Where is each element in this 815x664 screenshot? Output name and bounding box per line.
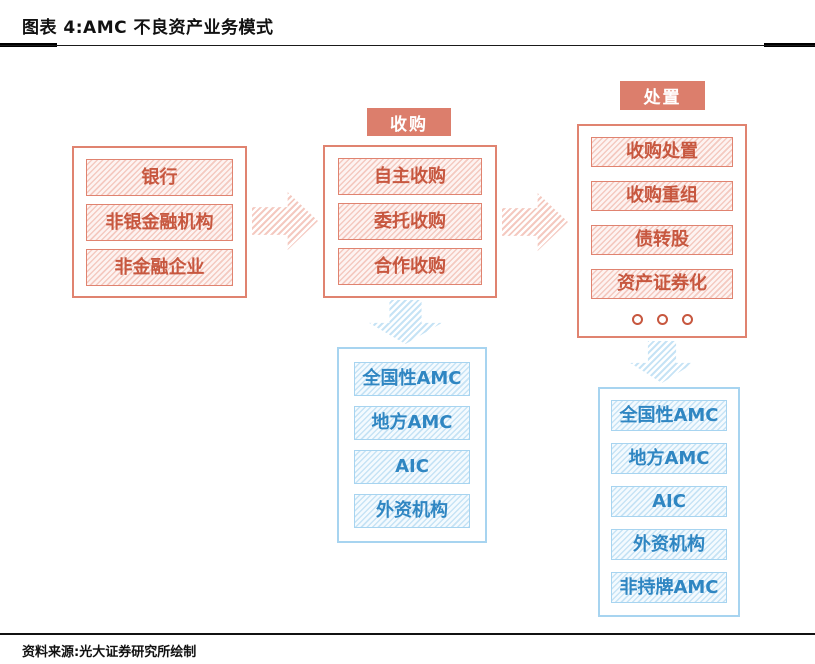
node-cooperative-acquisition: 合作收购 [338,248,482,285]
acquisition-entities-group-box: 全国性AMC 地方AMC AIC 外资机构 [337,347,487,543]
node-independent-acquisition: 自主收购 [338,158,482,195]
node-bank: 银行 [86,159,233,196]
asset-sources-group-box: 银行 非银金融机构 非金融企业 [72,146,247,298]
dot-icon [631,313,643,325]
right-arrow-icon [502,193,568,251]
node-acquisition-disposal: 收购处置 [591,137,733,167]
node-entrusted-acquisition: 委托收购 [338,203,482,240]
disposal-stage-tab: 处置 [620,81,705,110]
title-divider [0,45,815,46]
node-asset-securitization: 资产证券化 [591,269,733,299]
acquisition-group-box: 自主收购 委托收购 合作收购 [323,145,497,298]
node-aic: AIC [611,486,727,517]
node-acquisition-restructuring: 收购重组 [591,181,733,211]
dot-icon [656,313,668,325]
node-unlicensed-amc: 非持牌AMC [611,572,727,603]
node-national-amc: 全国性AMC [611,400,727,431]
node-local-amc: 地方AMC [611,443,727,474]
disposal-entities-group-box: 全国性AMC 地方AMC AIC 外资机构 非持牌AMC [598,387,740,617]
footer-divider [0,633,815,635]
down-arrow-icon [369,300,442,344]
acquisition-stage-tab: 收购 [367,108,451,136]
right-arrow-icon [252,192,318,250]
node-non-financial-enterprise: 非金融企业 [86,249,233,286]
node-foreign-institution: 外资机构 [611,529,727,560]
node-debt-to-equity: 债转股 [591,225,733,255]
figure-title: 图表 4:AMC 不良资产业务模式 [22,18,274,38]
node-non-bank-financial-institution: 非银金融机构 [86,204,233,241]
down-arrow-icon [630,341,694,383]
node-national-amc: 全国性AMC [354,362,470,396]
disposal-group-box: 收购处置 收购重组 债转股 资产证券化 [577,124,747,338]
ellipsis-dots-icon [591,313,733,325]
source-note: 资料来源:光大证券研究所绘制 [22,645,197,660]
node-local-amc: 地方AMC [354,406,470,440]
node-aic: AIC [354,450,470,484]
node-foreign-institution: 外资机构 [354,494,470,528]
dot-icon [681,313,693,325]
